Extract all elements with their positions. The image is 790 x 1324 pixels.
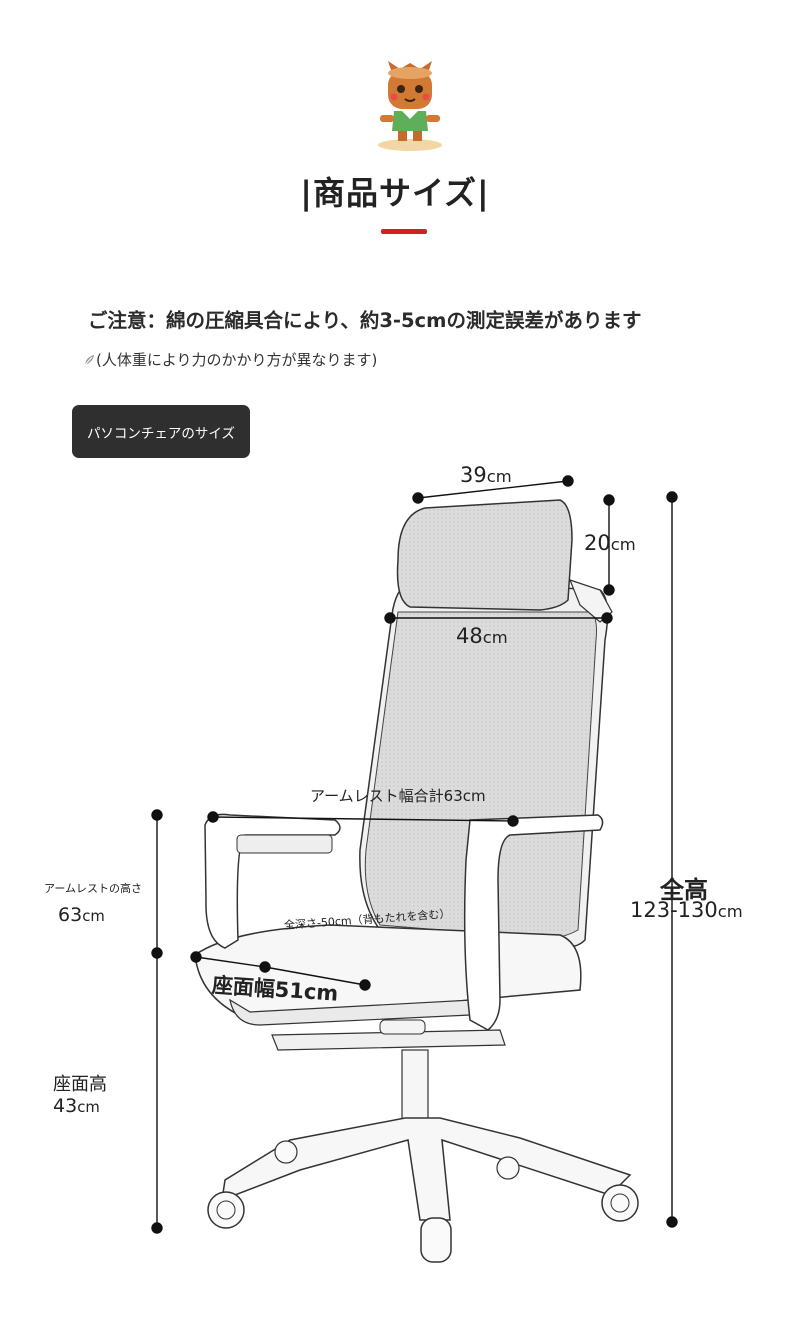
left-arm-pad	[236, 834, 333, 854]
dim-line-armrest-width	[212, 816, 514, 822]
armrest-height-label: アームレストの高さ	[44, 882, 143, 895]
caster	[420, 1217, 452, 1263]
seat-height-label: 座面高	[53, 1074, 107, 1095]
caster	[274, 1140, 298, 1164]
dim-line-headrest-width	[417, 480, 569, 499]
leaf-icon	[84, 354, 94, 365]
title-underline	[381, 229, 427, 234]
gas-lift	[401, 1049, 429, 1121]
measurement-notice: ご注意：綿の圧縮具合により、約3-5cmの測定誤差があります	[88, 309, 642, 332]
section-badge: パソコンチェアのサイズ	[72, 405, 250, 458]
headrest	[396, 499, 573, 611]
right-armrest	[463, 814, 604, 1031]
tree-stump-mascot-icon	[378, 61, 442, 151]
back-width-label: 48cm	[456, 624, 508, 648]
armrest-height-value: 63cm	[58, 904, 105, 926]
armrest-width-label: アームレスト幅合計63cm	[310, 787, 486, 805]
page-title: |商品サイズ|	[300, 174, 490, 212]
dim-line-total-depth	[195, 956, 266, 968]
headrest-height-label: 20cm	[584, 531, 636, 555]
caster	[207, 1191, 245, 1229]
caster	[601, 1184, 639, 1222]
caster	[496, 1156, 520, 1180]
total-height-value: 123-130cm	[630, 898, 743, 922]
weight-note-row: (人体重により力のかかり方が異なります)	[82, 349, 377, 370]
seat-height-value: 43cm	[53, 1095, 100, 1117]
total-height-label: 全高	[660, 876, 708, 904]
lever	[379, 1019, 426, 1035]
dim-line-seat-width	[264, 966, 366, 986]
headrest-width-label: 39cm	[460, 463, 512, 487]
star-base	[221, 1117, 632, 1221]
weight-note: (人体重により力のかかり方が異なります)	[96, 351, 378, 369]
